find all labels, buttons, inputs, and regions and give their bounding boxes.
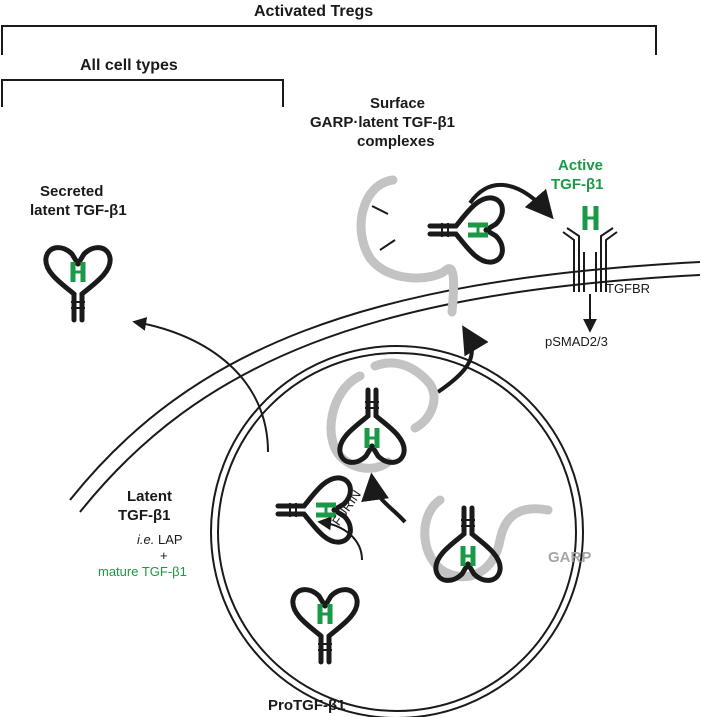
lap-text: LAP (157, 532, 183, 547)
cell-membrane-outer (69, 261, 701, 501)
secreted-label-line1: Secreted (40, 183, 104, 200)
cell-membrane-inner (79, 274, 701, 513)
activated-tregs-bracket (1, 25, 657, 55)
garp-binding-arrow (361, 472, 407, 524)
latent-label-line1: Latent (127, 488, 172, 505)
surface-garp-complex (356, 175, 502, 317)
secreted-latent-tgf-complex (46, 248, 110, 320)
mature-tgf-label: mature TGF-β1 (98, 564, 187, 579)
surface-label-line2: GARP·latent TGF-β1 (310, 114, 455, 131)
secreted-label-line2: latent TGF-β1 (30, 202, 127, 219)
protgf-beta-complex (293, 590, 357, 662)
protgf-label: ProTGF-β1 (268, 697, 346, 714)
psmad-label: pSMAD2/3 (545, 334, 608, 349)
surface-garp-chain (356, 175, 459, 317)
all-cell-types-label: All cell types (80, 57, 178, 74)
surface-label-line3: complexes (357, 133, 435, 150)
all-cell-types-bracket (1, 79, 284, 107)
lap-label: i.e. LAP (137, 532, 183, 548)
surface-transport-arrow (436, 325, 489, 394)
activated-tregs-label: Activated Tregs (254, 3, 374, 20)
tgfbr-receptor (562, 227, 618, 292)
latent-label-line2: TGF-β1 (118, 507, 171, 524)
active-label-line2: TGF-β1 (551, 176, 604, 193)
active-tgf-beta (582, 206, 599, 230)
vesicle-inner (217, 352, 577, 712)
secretion-arrow (132, 317, 269, 453)
garp-label: GARP (548, 549, 592, 566)
tgfbr-label: TGFBR (606, 281, 651, 296)
surface-label-line1: Surface (370, 95, 426, 112)
plus-label: + (160, 548, 168, 563)
active-label-line1: Active (558, 157, 604, 174)
garp-bound-complex-upper (326, 358, 439, 473)
garp-bound-complex-lower (420, 495, 553, 580)
vesicle-outer (210, 345, 584, 717)
ie-prefix: i.e. (137, 532, 155, 547)
release-arrow (468, 182, 554, 220)
